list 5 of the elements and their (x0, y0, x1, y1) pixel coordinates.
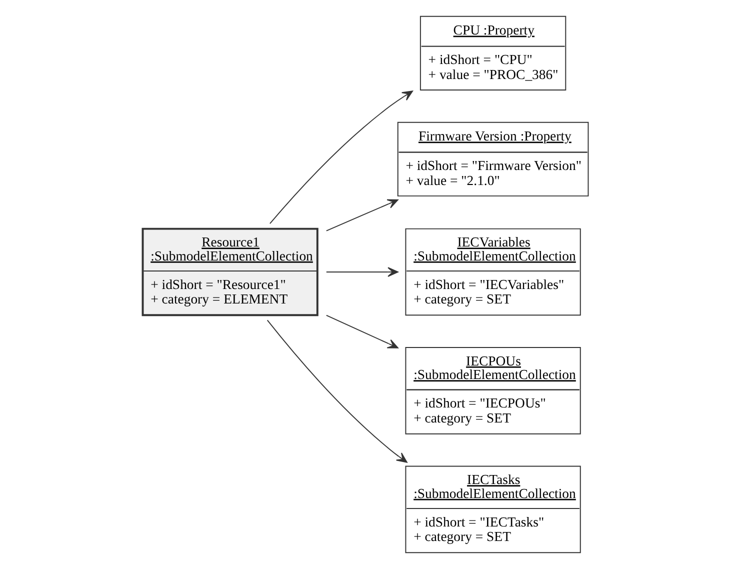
arrow (266, 320, 408, 463)
arrow (326, 314, 398, 348)
arrow (326, 199, 398, 232)
arrow (326, 267, 398, 277)
arrow (269, 90, 413, 224)
